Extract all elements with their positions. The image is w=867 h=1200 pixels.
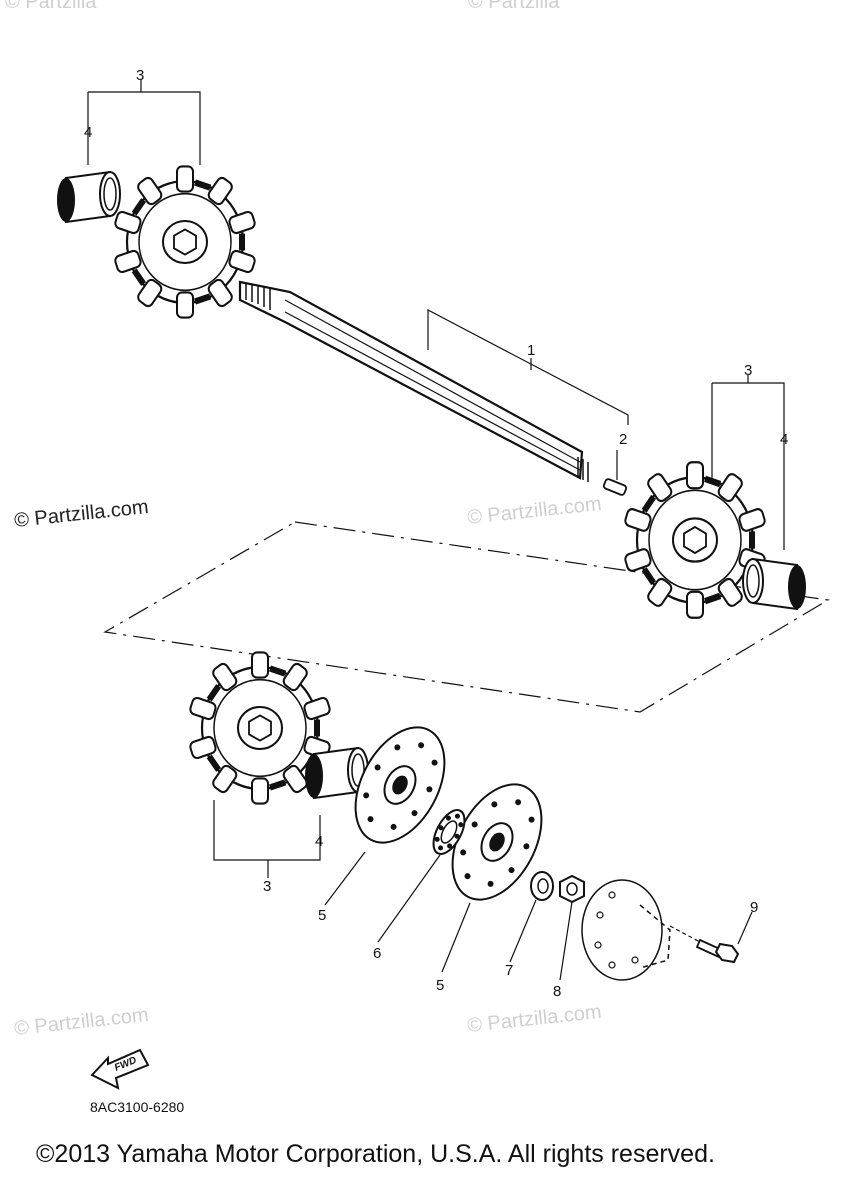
callout-3-upper: 3 — [136, 67, 144, 84]
sprocket-upper-left — [112, 165, 258, 319]
watermark-center: © Partzilla.com — [466, 493, 602, 529]
bearing-upper-left — [56, 171, 121, 223]
shaft-pin — [602, 478, 628, 496]
hex-nut — [559, 874, 585, 904]
callout-3-right: 3 — [744, 362, 752, 379]
washer — [530, 871, 554, 901]
callout-6: 6 — [373, 945, 381, 962]
fwd-arrow-icon: FWD — [90, 1048, 150, 1090]
bearing-right — [742, 558, 807, 610]
callout-1: 1 — [527, 342, 535, 359]
watermark-bottom-left: © Partzilla.com — [13, 1004, 149, 1040]
callout-5-right: 5 — [436, 977, 444, 994]
callout-3-lower: 3 — [263, 878, 271, 895]
flange-bolt — [669, 925, 740, 964]
copyright-notice: ©2013 Yamaha Motor Corporation, U.S.A. A… — [36, 1140, 715, 1168]
leader-lines — [87, 80, 785, 981]
watermark-bottom-mid: © Partzilla.com — [466, 1001, 602, 1037]
callout-9: 9 — [750, 899, 758, 916]
watermark-top-mid: © Partzilla — [468, 0, 560, 13]
ball-bearing — [432, 809, 466, 855]
callout-8: 8 — [553, 983, 561, 1000]
diagram-code: 8AC3100-6280 — [90, 1099, 184, 1115]
hub-reference — [581, 879, 671, 981]
callout-4-upper: 4 — [84, 124, 92, 141]
drive-shaft — [238, 280, 589, 482]
watermark-left: © Partzilla.com — [13, 496, 149, 532]
callout-5-left: 5 — [318, 907, 326, 924]
callout-4-lower: 4 — [315, 833, 323, 850]
callout-2: 2 — [619, 431, 627, 448]
callout-4-right: 4 — [780, 431, 788, 448]
watermark-top-left: © Partzilla — [5, 0, 97, 13]
callout-7: 7 — [505, 962, 513, 979]
